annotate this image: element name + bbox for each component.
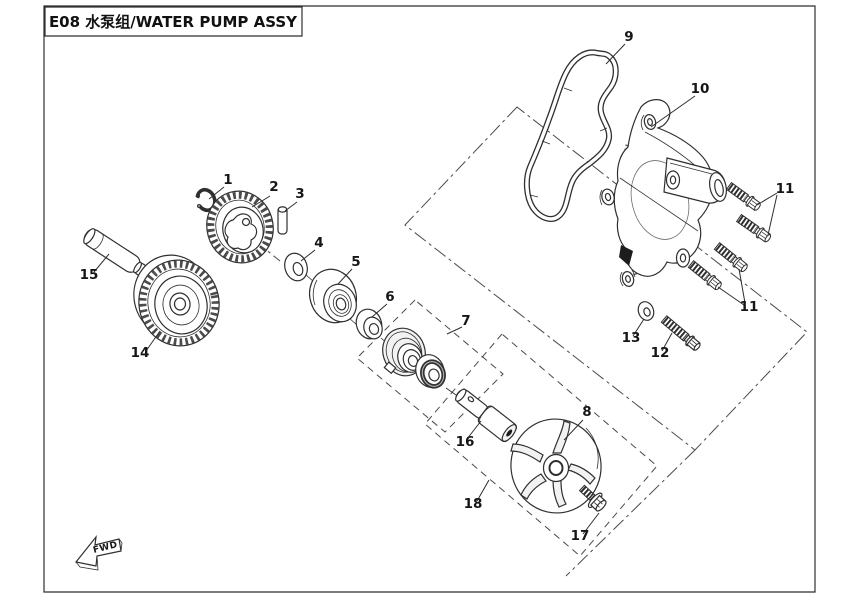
callouts: 1 2 3 4 5 6 7 8 9 10 11 11 12 13 14 15 1…: [80, 29, 795, 544]
callout-3: 3: [295, 186, 304, 202]
callout-18: 18: [464, 496, 483, 512]
part-5-bearing: [303, 263, 363, 329]
part-12-bolt: [660, 315, 702, 353]
fwd-arrow: FWD: [76, 537, 122, 570]
page-title: E08 水泵组/WATER PUMP ASSY: [49, 13, 298, 31]
part-10-pump-cover: [600, 100, 729, 288]
title-box: [45, 7, 302, 36]
callout-14: 14: [131, 345, 150, 361]
part-9-gasket: [527, 52, 616, 219]
callout-11-top: 11: [776, 181, 795, 197]
part-6-seal-ring: [352, 306, 385, 342]
callout-2: 2: [269, 179, 278, 195]
callout-10: 10: [691, 81, 710, 97]
part-13-washer: [636, 300, 657, 323]
callout-1: 1: [223, 172, 232, 188]
callout-4: 4: [314, 235, 323, 251]
callout-13: 13: [622, 330, 641, 346]
callout-11-bottom: 11: [740, 299, 759, 315]
callout-8: 8: [582, 404, 591, 420]
part-7-mechanical-seal: [377, 323, 449, 391]
assembly-boundary-box: [405, 107, 807, 576]
leader-lines: [94, 44, 777, 534]
callout-12: 12: [651, 345, 670, 361]
callout-16: 16: [456, 434, 475, 450]
part-14-gear: [126, 248, 227, 353]
callout-9: 9: [624, 29, 633, 45]
impeller-kit-box-18: [425, 334, 657, 556]
title-block: E08 水泵组/WATER PUMP ASSY: [45, 7, 302, 36]
part-16-impeller-shaft: [452, 385, 519, 444]
callout-7: 7: [461, 313, 470, 329]
callout-17: 17: [571, 528, 590, 544]
part-2-gear: [199, 184, 281, 271]
callout-15: 15: [80, 267, 99, 283]
callout-5: 5: [351, 254, 360, 270]
part-4-washer: [281, 250, 311, 283]
callout-6: 6: [385, 289, 394, 305]
part-17-flange-bolt: [576, 481, 610, 514]
part-8-impeller: [504, 412, 609, 520]
page-border: [44, 6, 815, 592]
